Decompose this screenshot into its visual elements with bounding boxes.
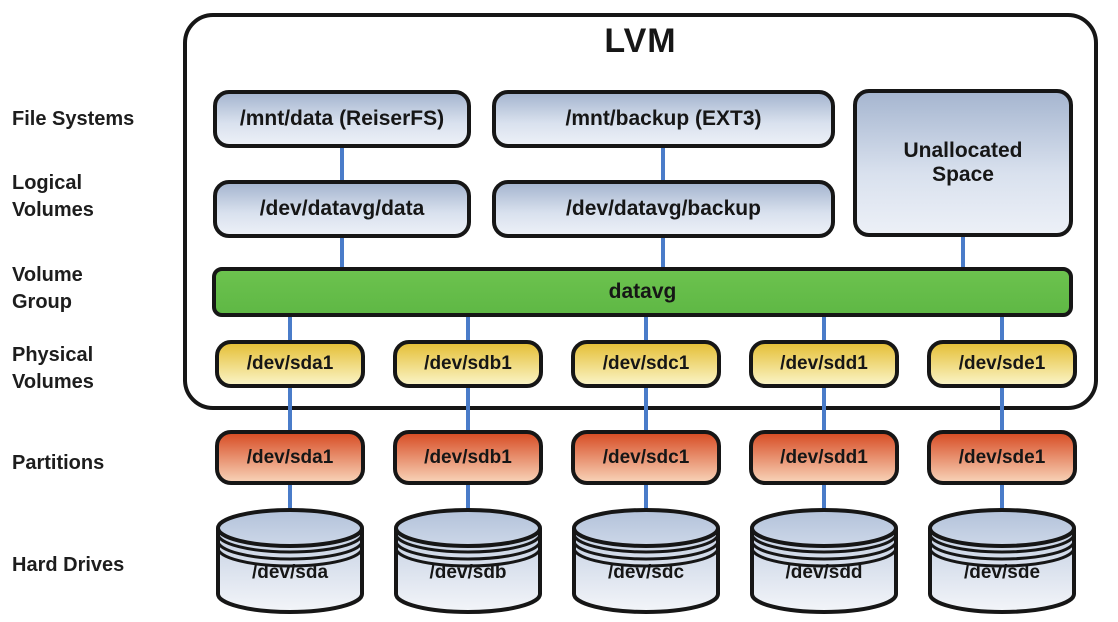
partition-node-sdd1: /dev/sdd1 — [749, 430, 899, 485]
hard-drive-sda: /dev/sda — [214, 504, 366, 620]
logical-volume-node-backup: /dev/datavg/backup — [492, 180, 835, 238]
connector-line — [644, 317, 648, 340]
drive-cylinder-icon — [928, 508, 1076, 614]
connector-line — [661, 148, 665, 180]
drive-label: /dev/sdc — [607, 562, 685, 583]
drive-label: /dev/sdb — [429, 562, 507, 583]
drive-label: /dev/sdd — [785, 562, 863, 583]
logical-volume-node-data: /dev/datavg/data — [213, 180, 471, 238]
row-label-logical-volumes: Logical Volumes — [12, 172, 94, 221]
partition-node-sdb1: /dev/sdb1 — [393, 430, 543, 485]
drive-cylinder-icon — [750, 508, 898, 614]
connector-line — [1000, 317, 1004, 340]
row-label-partitions: Partitions — [12, 452, 105, 474]
connector-line — [822, 317, 826, 340]
connector-line — [466, 388, 470, 430]
lvm-title: LVM — [604, 22, 677, 60]
connector-line — [822, 388, 826, 430]
row-label-physical-volumes: Physical Volumes — [12, 344, 94, 393]
row-label-volume-group: Volume Group — [12, 264, 83, 313]
physical-volume-node-sda1: /dev/sda1 — [215, 340, 365, 388]
connector-line — [1000, 485, 1004, 511]
filesystem-node-mnt-data: /mnt/data (ReiserFS) — [213, 90, 471, 148]
connector-line — [466, 485, 470, 511]
physical-volume-node-sdd1: /dev/sdd1 — [749, 340, 899, 388]
physical-volume-node-sde1: /dev/sde1 — [927, 340, 1077, 388]
unallocated-space-node: Unallocated Space — [853, 89, 1073, 237]
drive-label: /dev/sde — [963, 562, 1041, 583]
hard-drive-sdc: /dev/sdc — [570, 504, 722, 620]
hard-drive-sde: /dev/sde — [926, 504, 1078, 620]
partition-node-sde1: /dev/sde1 — [927, 430, 1077, 485]
filesystem-node-mnt-backup: /mnt/backup (EXT3) — [492, 90, 835, 148]
connector-line — [1000, 388, 1004, 430]
drive-label: /dev/sda — [251, 562, 329, 583]
physical-volume-node-sdb1: /dev/sdb1 — [393, 340, 543, 388]
connector-line — [466, 317, 470, 340]
connector-line — [288, 317, 292, 340]
connector-line — [661, 238, 665, 267]
connector-line — [961, 237, 965, 267]
partition-node-sdc1: /dev/sdc1 — [571, 430, 721, 485]
drive-cylinder-icon — [394, 508, 542, 614]
hard-drive-sdd: /dev/sdd — [748, 504, 900, 620]
connector-line — [644, 485, 648, 511]
row-label-hard-drives: Hard Drives — [12, 554, 125, 576]
hard-drive-sdb: /dev/sdb — [392, 504, 544, 620]
connector-line — [288, 388, 292, 430]
row-label-file-systems: File Systems — [12, 108, 135, 130]
connector-line — [822, 485, 826, 511]
connector-line — [340, 238, 344, 267]
volume-group-bar: datavg — [212, 267, 1073, 317]
drive-cylinder-icon — [216, 508, 364, 614]
drive-cylinder-icon — [572, 508, 720, 614]
connector-line — [288, 485, 292, 511]
physical-volume-node-sdc1: /dev/sdc1 — [571, 340, 721, 388]
partition-node-sda1: /dev/sda1 — [215, 430, 365, 485]
connector-line — [340, 148, 344, 180]
connector-line — [644, 388, 648, 430]
